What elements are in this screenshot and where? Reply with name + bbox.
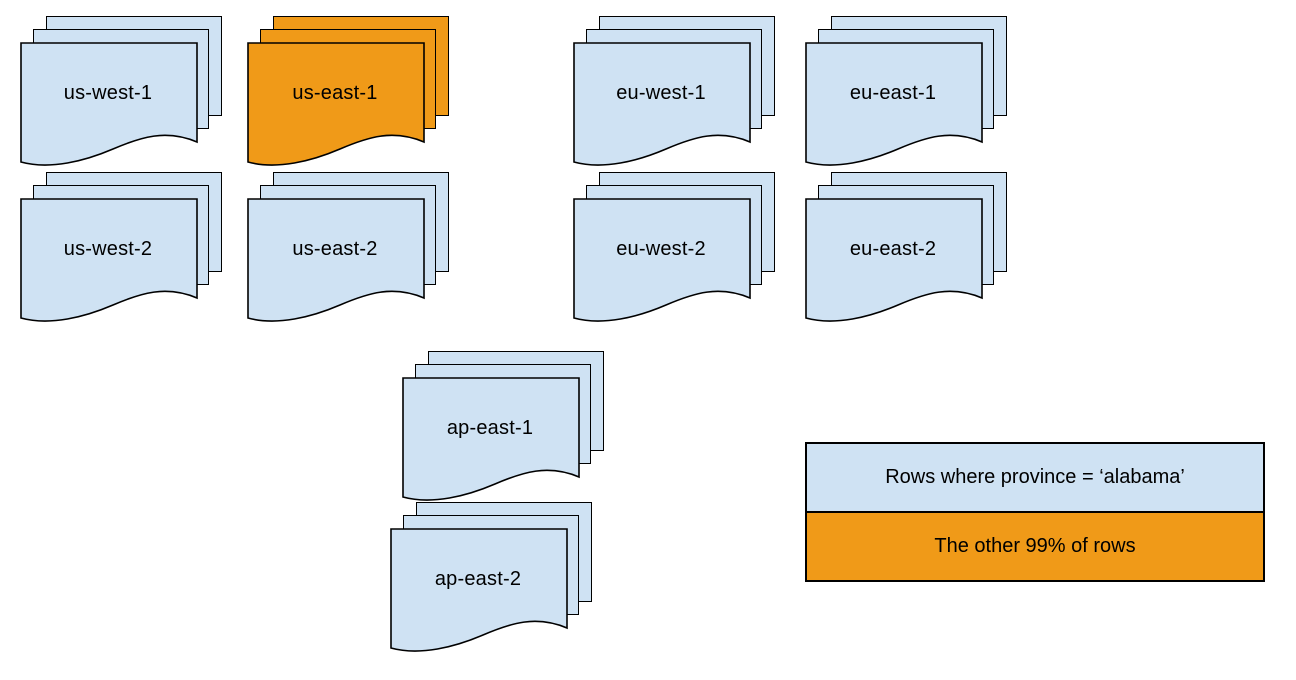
document-shape-icon (573, 198, 751, 322)
document-shape-icon (20, 42, 198, 166)
legend: Rows where province = ‘alabama’ The othe… (805, 442, 1265, 582)
region-label: eu-east-1 (849, 81, 937, 104)
region-stack-us-west-1: us-west-1 (20, 16, 224, 168)
document-shape-icon (390, 528, 568, 652)
region-stack-us-east-2: us-east-2 (247, 172, 451, 324)
legend-item-other-rows: The other 99% of rows (805, 511, 1265, 582)
region-label: eu-west-1 (616, 81, 706, 104)
document-shape-icon (805, 198, 983, 322)
document-shape-icon (20, 198, 198, 322)
region-stack-eu-east-2: eu-east-2 (805, 172, 1009, 324)
region-label: eu-west-2 (616, 237, 706, 260)
region-stack-us-east-1: us-east-1 (247, 16, 451, 168)
region-label: us-west-2 (63, 237, 153, 260)
region-stack-ap-east-1: ap-east-1 (402, 351, 606, 503)
region-label: eu-east-2 (849, 237, 937, 260)
region-stack-eu-west-1: eu-west-1 (573, 16, 777, 168)
document-shape-icon (247, 42, 425, 166)
region-label: us-east-1 (292, 81, 378, 104)
region-label: us-west-1 (63, 81, 153, 104)
region-stack-us-west-2: us-west-2 (20, 172, 224, 324)
document-shape-icon (402, 377, 580, 501)
document-shape-icon (805, 42, 983, 166)
document-shape-icon (247, 198, 425, 322)
region-label: ap-east-2 (434, 567, 522, 590)
legend-item-label: The other 99% of rows (934, 535, 1136, 557)
region-stack-ap-east-2: ap-east-2 (390, 502, 594, 654)
region-stack-eu-east-1: eu-east-1 (805, 16, 1009, 168)
region-label: ap-east-1 (446, 416, 534, 439)
legend-item-province-rows: Rows where province = ‘alabama’ (805, 442, 1265, 513)
legend-item-label: Rows where province = ‘alabama’ (885, 466, 1185, 488)
region-stack-eu-west-2: eu-west-2 (573, 172, 777, 324)
region-label: us-east-2 (292, 237, 378, 260)
document-shape-icon (573, 42, 751, 166)
